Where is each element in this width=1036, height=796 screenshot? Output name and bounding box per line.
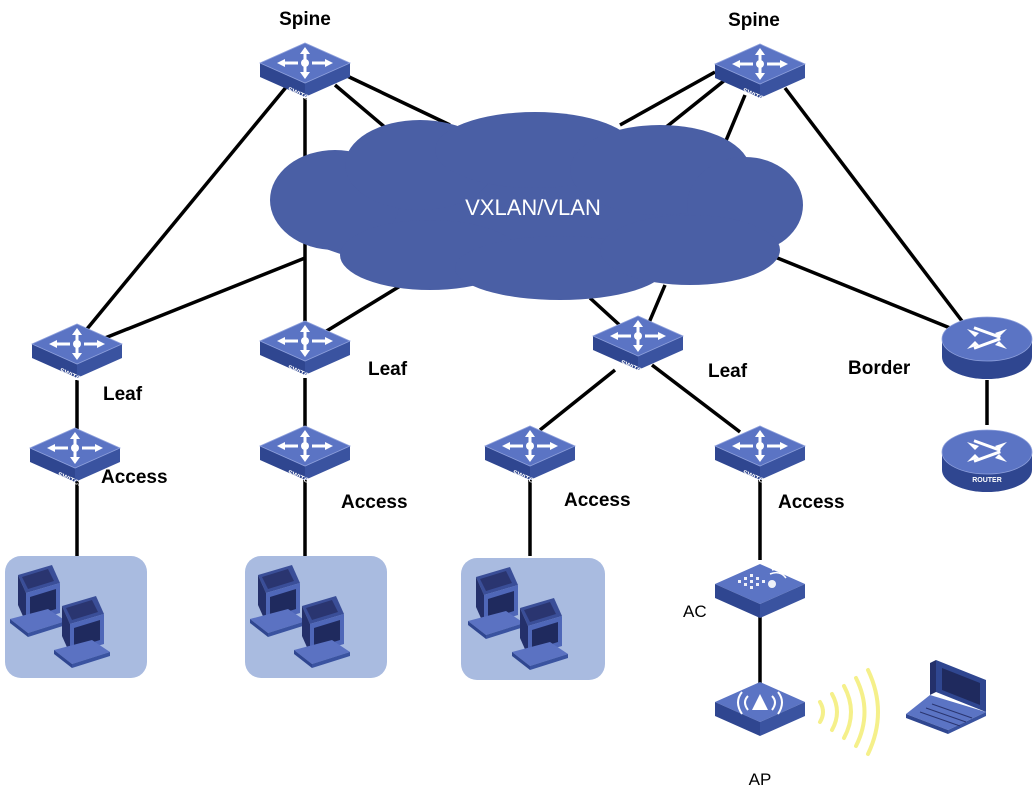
pc-group-3 [461,558,605,680]
leaf-switch-3: SWITCH [592,315,684,377]
pc-group-2 [245,556,387,678]
leaf-switch-1: SWITCH [31,323,123,385]
link-spine1-leaf1 [80,78,294,337]
ac-label: AC [683,602,707,621]
access-label-2: Access [341,492,408,513]
border-label: Border [848,358,911,379]
link-cloud-border [769,253,956,332]
link-cloud-leaf1 [99,256,306,342]
spine-label-2: Spine [728,10,780,31]
access-switch-4: SWITCH [714,425,806,487]
access-switch-3: SWITCH [484,425,576,487]
svg-text:ROUTER: ROUTER [972,477,1002,484]
ap-label: AP [749,770,772,789]
link-cloud-leaf2 [324,281,406,334]
leaf-label-3: Leaf [708,361,748,382]
border-router [941,316,1033,380]
router: ROUTER [941,429,1033,493]
link-spine1-cloud-b [344,73,451,127]
access-switch-2: SWITCH [259,425,351,487]
vxlan-cloud: VXLAN/VLAN [270,112,803,300]
link-cloud-leaf3b [646,284,667,326]
access-label-3: Access [564,490,631,511]
leaf-label-2: Leaf [368,359,408,380]
access-point [715,682,805,736]
wifi-signal-icon [818,668,880,756]
link-spine2-border [783,86,967,327]
link-leaf3-access4 [650,363,742,434]
access-controller [715,564,805,618]
access-label-4: Access [778,492,845,513]
leaf-label-1: Leaf [103,384,143,405]
pc-group-1 [5,556,147,678]
links [75,70,989,688]
link-spine2-cloud-a [619,70,716,127]
spine-label-1: Spine [279,9,331,30]
laptop-icon [906,660,986,734]
link-leaf3-access3 [538,368,617,432]
leaf-switch-2: SWITCH [259,320,351,382]
spine-switch-1: SWITCH [259,42,351,104]
cloud-label: VXLAN/VLAN [465,195,601,220]
access-label-1: Access [101,467,168,488]
